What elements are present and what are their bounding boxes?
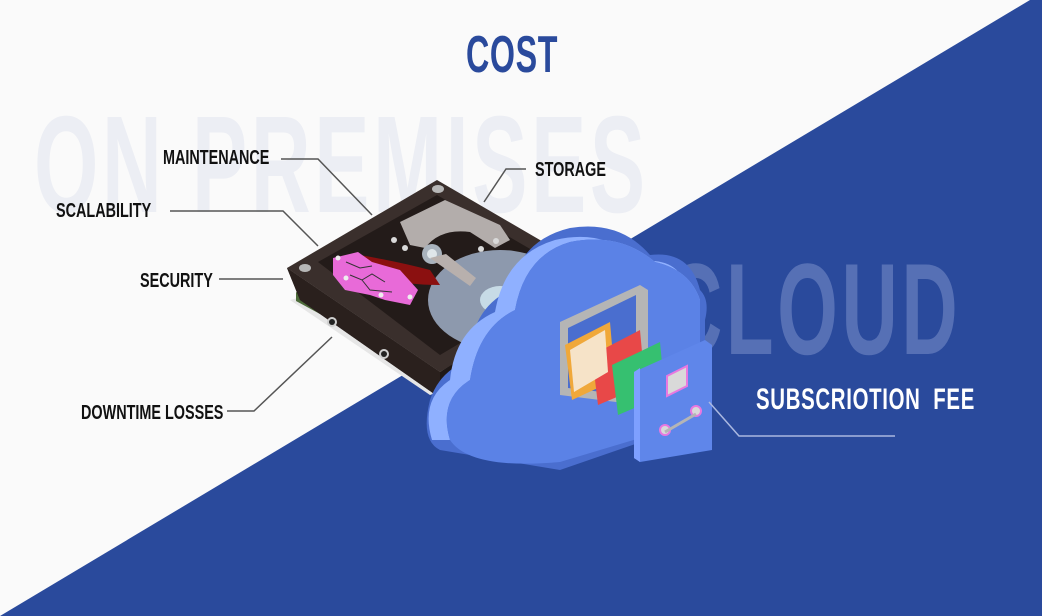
cloud-watermark: CLOUD: [666, 236, 962, 382]
label-security: SECURITY: [140, 270, 213, 292]
cloud-file-cabinet-icon: [426, 226, 712, 470]
label-downtime-losses: DOWNTIME LOSSES: [81, 402, 224, 424]
leader-scalability: [170, 210, 319, 247]
leader-storage: [483, 168, 526, 203]
leader-subscription: [708, 401, 895, 437]
leader-downtime: [227, 336, 333, 412]
label-maintenance: MAINTENANCE: [163, 147, 270, 169]
label-storage: STORAGE: [535, 159, 606, 181]
label-scalability: SCALABILITY: [56, 200, 152, 222]
on-premises-watermark: ON PREMISES: [34, 88, 649, 242]
leader-maintenance: [281, 158, 373, 216]
label-subscription-fee: SUBSCRIOTION FEE: [756, 383, 975, 416]
